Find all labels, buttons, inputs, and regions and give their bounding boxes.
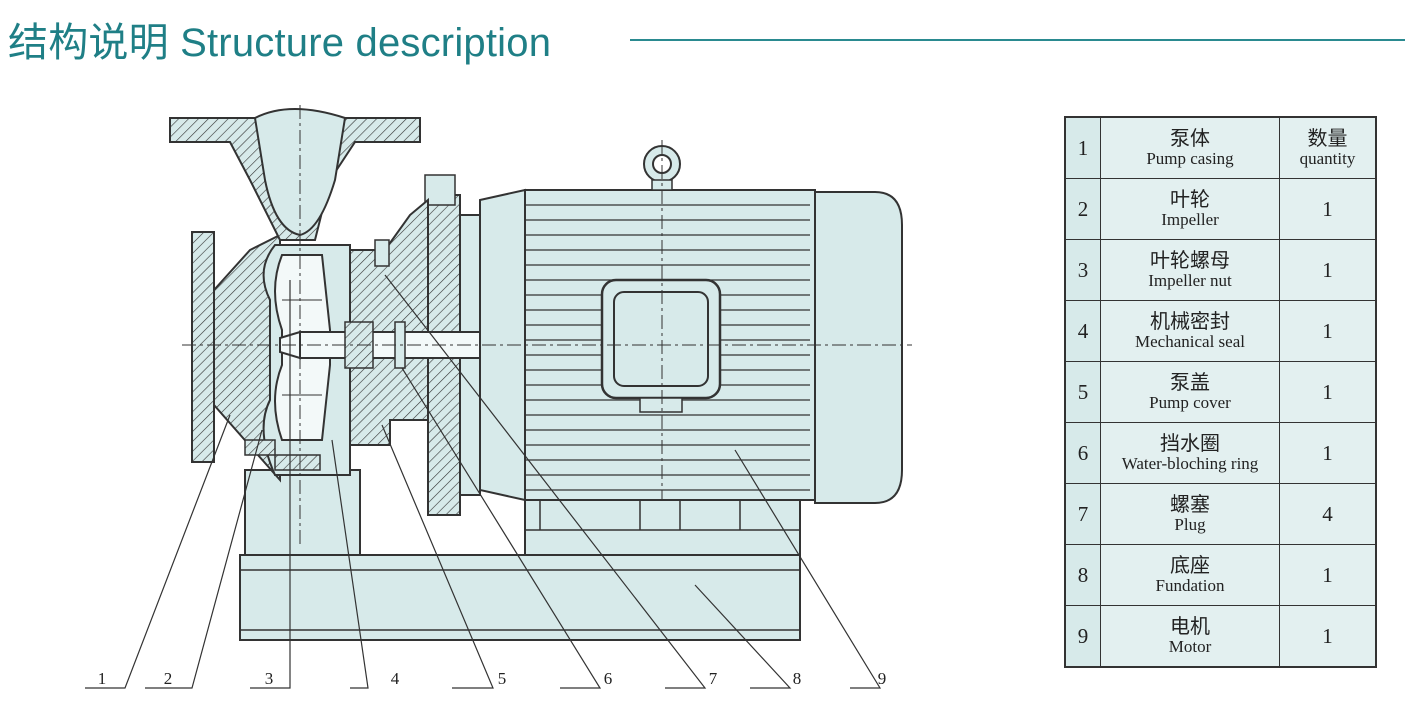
part-number: 7 [1064,483,1101,545]
part-quantity: 1 [1279,300,1377,362]
part-name-en: Motor [1168,637,1212,656]
table-row: 9 电机 Motor 1 [1064,605,1377,668]
callout-9: 9 [878,669,887,688]
callout-6: 6 [604,669,613,688]
part-name-zh: 泵盖 [1170,370,1210,394]
part-quantity: 1 [1279,544,1377,606]
part-quantity: 1 [1279,361,1377,423]
quantity-header-zh: 数量 [1307,126,1348,150]
part-number: 4 [1064,300,1101,362]
callout-7: 7 [709,669,718,688]
part-quantity: 4 [1279,483,1377,545]
title-divider [630,39,1405,41]
part-name-zh: 泵体 [1170,126,1210,150]
quantity-header: 数量 quantity [1279,116,1377,179]
part-number: 3 [1064,239,1101,301]
part-number: 8 [1064,544,1101,606]
part-quantity: 1 [1279,422,1377,484]
page-title: 结构说明 Structure description [8,21,552,65]
part-quantity: 1 [1279,178,1377,240]
table-row: 6 挡水圈 Water-bloching ring 1 [1064,422,1377,484]
parts-table: 1 泵体 Pump casing 数量 quantity 2 叶轮 Impell… [1064,116,1377,668]
part-name-en: Pump cover [1149,393,1231,412]
part-number: 2 [1064,178,1101,240]
callout-8: 8 [793,669,802,688]
part-name: 泵体 Pump casing [1100,116,1280,179]
part-name: 泵盖 Pump cover [1100,361,1280,423]
callout-1: 1 [98,669,107,688]
table-row: 1 泵体 Pump casing 数量 quantity [1064,116,1377,179]
part-number: 5 [1064,361,1101,423]
part-name-zh: 叶轮 [1170,187,1210,211]
part-name-en: Impeller [1161,210,1219,229]
part-name: 叶轮螺母 Impeller nut [1100,239,1280,301]
part-name-en: Impeller nut [1148,271,1232,290]
center-lines [182,105,912,545]
pump-support [244,469,361,556]
callout-3: 3 [265,669,274,688]
table-row: 4 机械密封 Mechanical seal 1 [1064,300,1377,362]
part-name: 叶轮 Impeller [1100,178,1280,240]
part-name: 底座 Fundation [1100,544,1280,606]
pump-cover [349,197,429,446]
part-quantity: 1 [1279,605,1377,668]
callout-4: 4 [391,669,400,688]
table-row: 8 底座 Fundation 1 [1064,544,1377,606]
table-row: 3 叶轮螺母 Impeller nut 1 [1064,239,1377,301]
header: 结构说明 Structure description [0,0,1405,80]
part-name: 电机 Motor [1100,605,1280,668]
pump-structure-diagram: 1 2 3 4 5 6 7 8 9 [85,105,912,689]
part-name-en: Fundation [1155,576,1225,595]
motor [479,145,903,504]
part-name: 机械密封 Mechanical seal [1100,300,1280,362]
leader-lines [85,274,882,689]
part-name-en: Pump casing [1146,149,1234,168]
part-name-en: Water-bloching ring [1121,454,1259,473]
part-name: 螺塞 Plug [1100,483,1280,545]
part-name-zh: 螺塞 [1170,492,1210,516]
part-number: 9 [1064,605,1101,668]
base-frame [239,554,801,641]
part-number: 1 [1064,116,1101,179]
quantity-header-en: quantity [1299,149,1356,168]
callout-5: 5 [498,669,507,688]
part-name-zh: 机械密封 [1150,309,1230,333]
table-row: 2 叶轮 Impeller 1 [1064,178,1377,240]
part-name-en: Mechanical seal [1135,332,1245,351]
callout-2: 2 [164,669,173,688]
part-name-zh: 底座 [1170,553,1210,577]
part-number: 6 [1064,422,1101,484]
part-name: 挡水圈 Water-bloching ring [1100,422,1280,484]
part-quantity: 1 [1279,239,1377,301]
part-name-en: Plug [1174,515,1206,534]
callout-labels: 1 2 3 4 5 6 7 8 9 [98,669,887,688]
part-name-zh: 挡水圈 [1160,431,1220,455]
table-row: 7 螺塞 Plug 4 [1064,483,1377,545]
part-name-zh: 电机 [1170,614,1210,638]
table-row: 5 泵盖 Pump cover 1 [1064,361,1377,423]
part-name-zh: 叶轮螺母 [1150,248,1230,272]
